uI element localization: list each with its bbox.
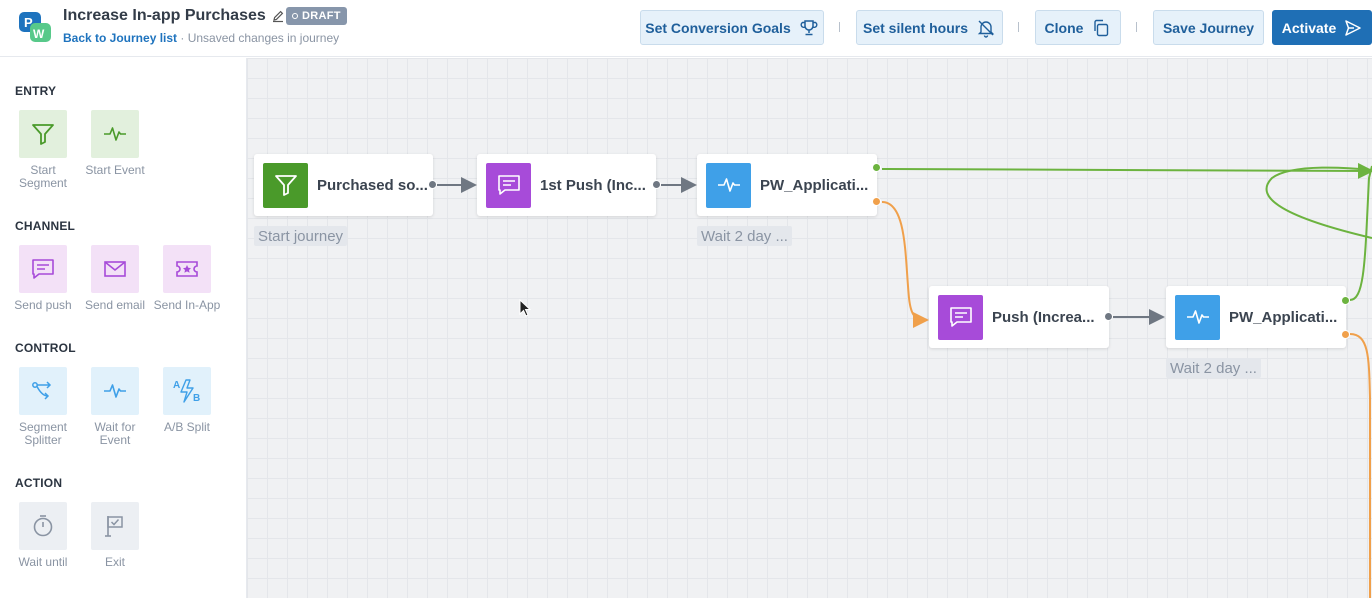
message-icon	[486, 162, 531, 208]
tool-label: Segment Splitter	[18, 420, 68, 447]
activate-label: Activate	[1281, 19, 1337, 36]
tool-send-in-app[interactable]: Send In-App	[151, 245, 223, 312]
svg-text:P: P	[24, 15, 33, 30]
node-output-port[interactable]	[428, 180, 437, 189]
node-wait-event-1[interactable]: PW_Applicati...	[697, 154, 877, 216]
flag-check-icon	[91, 502, 139, 550]
section-title-control: CONTROL	[15, 341, 76, 355]
envelope-icon	[91, 245, 139, 293]
tool-label: Send In-App	[153, 298, 221, 312]
mouse-cursor-icon	[519, 299, 532, 317]
element-palette: ENTRY Start Segment Start Event CHANNEL …	[0, 58, 247, 598]
journey-canvas[interactable]: Purchased so... Start journey 1st Push (…	[247, 58, 1372, 598]
tool-label: Start Event	[85, 163, 145, 177]
svg-text:B: B	[193, 393, 200, 404]
node-caption: Wait 2 day ...	[1166, 358, 1261, 378]
save-journey-label: Save Journey	[1162, 19, 1255, 36]
pushwoosh-logo-icon: P W	[19, 12, 51, 42]
node-start-segment[interactable]: Purchased so...	[254, 154, 433, 216]
set-silent-hours-label: Set silent hours	[862, 19, 969, 36]
bell-off-icon	[977, 20, 995, 38]
pulse-icon	[91, 110, 139, 158]
connection-lines	[437, 162, 1372, 598]
tool-start-event[interactable]: Start Event	[79, 110, 151, 177]
node-caption: Start journey	[254, 226, 348, 246]
clone-label: Clone	[1044, 19, 1084, 36]
tool-exit[interactable]: Exit	[79, 502, 151, 569]
node-label: Push (Increa...	[992, 308, 1095, 326]
trophy-icon	[800, 19, 818, 35]
stopwatch-icon	[19, 502, 67, 550]
link-event2-yes-branch	[1349, 165, 1372, 301]
tool-wait-until[interactable]: Wait until	[7, 502, 79, 569]
tool-label: Send email	[84, 298, 146, 312]
ticket-star-icon	[163, 245, 211, 293]
set-conversion-goals-button[interactable]: Set Conversion Goals	[640, 10, 824, 45]
node-caption: Wait 2 day ...	[697, 226, 792, 246]
activate-button[interactable]: Activate	[1272, 10, 1372, 45]
journey-title[interactable]: Increase In-app Purchases	[63, 7, 285, 25]
copy-icon	[1094, 19, 1109, 36]
filter-icon	[19, 110, 67, 158]
pencil-icon[interactable]	[271, 9, 285, 23]
node-push-1[interactable]: 1st Push (Inc...	[477, 154, 656, 216]
node-yes-port[interactable]	[1341, 296, 1350, 305]
link-loop-branch	[1265, 166, 1372, 239]
tool-start-segment[interactable]: Start Segment	[7, 110, 79, 190]
tool-send-push[interactable]: Send push	[7, 245, 79, 312]
journey-title-text: Increase In-app Purchases	[63, 7, 266, 24]
section-title-entry: ENTRY	[15, 84, 57, 98]
message-icon	[19, 245, 67, 293]
pulse-icon	[1175, 294, 1220, 340]
breadcrumb: Back to Journey list · Unsaved changes i…	[63, 31, 339, 45]
tool-label: Wait for Event	[94, 420, 136, 447]
tool-label: Start Segment	[18, 163, 68, 190]
pulse-icon	[706, 162, 751, 208]
node-label: PW_Applicati...	[1229, 308, 1338, 326]
node-wait-event-2[interactable]: PW_Applicati...	[1166, 286, 1346, 348]
node-no-port[interactable]	[1341, 330, 1350, 339]
node-label: 1st Push (Inc...	[540, 176, 646, 194]
draft-dot-icon	[292, 13, 298, 19]
tool-label: Exit	[104, 555, 125, 569]
tool-label: A/B Split	[163, 420, 211, 434]
status-badge-label: DRAFT	[302, 10, 341, 22]
tool-wait-for-event[interactable]: Wait for Event	[79, 367, 151, 447]
header-divider	[839, 22, 840, 32]
split-arrows-icon	[19, 367, 67, 415]
section-title-action: ACTION	[15, 476, 63, 490]
header-divider	[1018, 22, 1019, 32]
svg-text:A: A	[173, 380, 180, 391]
tool-label: Send push	[14, 298, 72, 312]
node-label: PW_Applicati...	[760, 176, 869, 194]
clone-button[interactable]: Clone	[1035, 10, 1121, 45]
node-push-2[interactable]: Push (Increa...	[929, 286, 1109, 348]
set-silent-hours-button[interactable]: Set silent hours	[856, 10, 1003, 45]
header-divider	[1136, 22, 1137, 32]
link-event2-no-branch	[1349, 333, 1371, 598]
section-title-channel: CHANNEL	[15, 219, 76, 233]
svg-text:W: W	[33, 27, 45, 41]
node-yes-port[interactable]	[872, 163, 881, 172]
send-icon	[1345, 19, 1361, 36]
node-no-port[interactable]	[872, 197, 881, 206]
tool-send-email[interactable]: Send email	[79, 245, 151, 312]
tool-segment-splitter[interactable]: Segment Splitter	[7, 367, 79, 447]
back-to-journey-list-link[interactable]: Back to Journey list	[63, 31, 178, 45]
status-badge: DRAFT	[286, 7, 347, 25]
node-label: Purchased so...	[317, 176, 428, 194]
filter-icon	[263, 162, 308, 208]
message-icon	[938, 294, 983, 340]
link-event-no-branch	[881, 201, 929, 328]
pulse-icon	[91, 367, 139, 415]
set-conversion-goals-label: Set Conversion Goals	[645, 19, 791, 36]
header: P W Increase In-app Purchases DRAFT Back…	[0, 0, 1372, 57]
unsaved-status-text: · Unsaved changes in journey	[180, 31, 340, 45]
node-output-port[interactable]	[1104, 312, 1113, 321]
node-output-port[interactable]	[652, 180, 661, 189]
save-journey-button[interactable]: Save Journey	[1153, 10, 1264, 45]
tool-label: Wait until	[18, 555, 68, 569]
